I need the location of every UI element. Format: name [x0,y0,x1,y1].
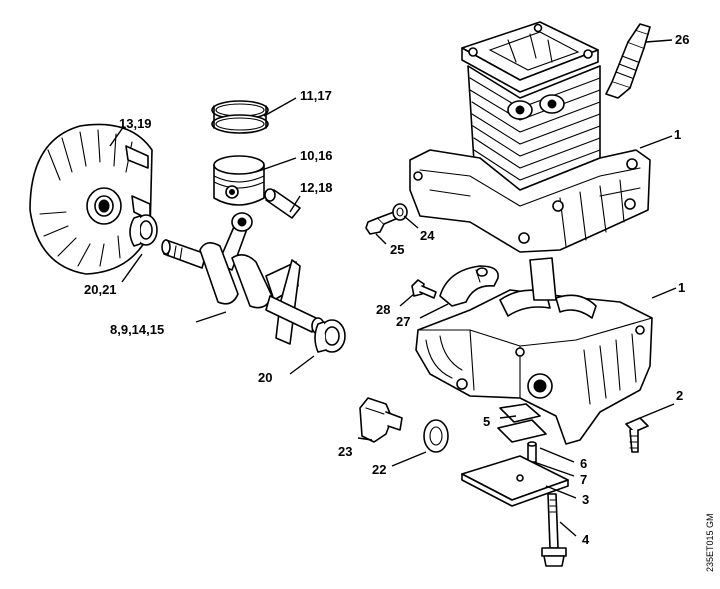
callout-13-19: 13,19 [119,116,152,131]
callout-24: 24 [420,228,435,243]
callout-11-17: 11,17 [300,88,332,103]
drawing-code: 235ET015 GM [705,513,715,572]
callout-1-crankcase: 1 [678,280,685,295]
callout-26: 26 [675,32,689,47]
leader-lines [109,39,677,537]
callout-7: 7 [580,472,587,487]
piston[interactable] [213,155,265,206]
callout-2: 2 [676,388,683,403]
callout-3: 3 [582,492,589,507]
cover-plate[interactable] [461,455,569,507]
piston-rings[interactable] [211,100,269,134]
callout-25: 25 [390,242,404,257]
callout-8-9-14-15: 8,9,14,15 [110,322,164,337]
spark-plug[interactable] [605,23,651,99]
screw-28[interactable] [411,279,437,299]
callout-12-18: 12,18 [300,180,333,195]
plug-23[interactable] [359,397,403,443]
crankcase[interactable] [415,257,653,445]
bearing-clamp[interactable] [439,265,499,307]
callout-27: 27 [396,314,410,329]
flywheel[interactable] [29,123,153,275]
plate-6[interactable] [497,419,547,443]
callout-20-21: 20,21 [84,282,117,297]
bolt-4[interactable] [541,493,567,567]
callout-28: 28 [376,302,390,317]
callout-6: 6 [580,456,587,471]
piston-pin[interactable] [264,188,301,219]
callout-10-16: 10,16 [300,148,333,163]
callout-1-cylinder: 1 [674,127,681,142]
washer-22[interactable] [423,419,449,453]
callout-23: 23 [338,444,352,459]
washer-24[interactable] [392,203,408,221]
oil-seal-flywheel-side[interactable] [129,214,158,247]
callout-20: 20 [258,370,272,385]
callout-4: 4 [582,532,590,547]
cylinder[interactable] [409,21,651,253]
oil-seal[interactable] [314,319,346,353]
screw-2[interactable] [625,417,649,453]
plate-5[interactable] [499,403,541,423]
callout-5: 5 [483,414,490,429]
callout-22: 22 [372,462,386,477]
crankshaft[interactable] [161,212,325,345]
dowel-pin[interactable] [527,441,537,463]
